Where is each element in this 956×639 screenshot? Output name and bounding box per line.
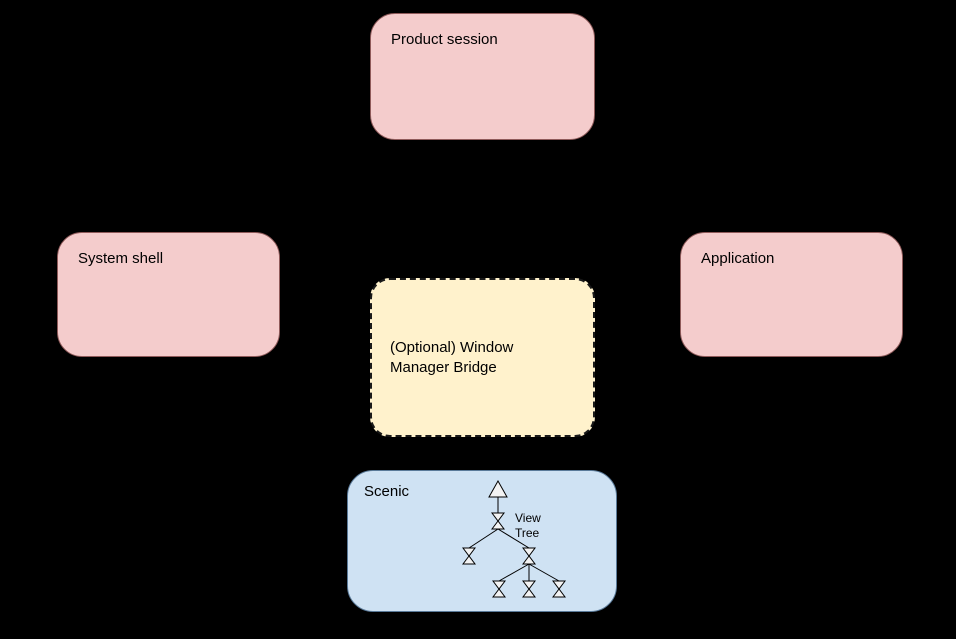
tree-edge bbox=[497, 528, 530, 549]
node-window-manager-bridge-label: (Optional) Window Manager Bridge bbox=[390, 338, 514, 376]
tree-edge bbox=[498, 563, 530, 582]
node-system-shell-label: System shell bbox=[78, 250, 164, 267]
node-scenic: Scenic View Tree bbox=[347, 470, 617, 612]
tree-edge bbox=[528, 563, 560, 582]
node-product-session-label: Product session bbox=[391, 31, 498, 48]
view-tree-label: View Tree bbox=[515, 511, 541, 540]
tree-node bbox=[491, 512, 505, 522]
tree-node bbox=[522, 555, 536, 565]
tree-node bbox=[522, 580, 536, 590]
node-system-shell: System shell bbox=[57, 232, 280, 357]
node-scenic-label: Scenic bbox=[364, 483, 410, 500]
node-application-label: Application bbox=[701, 250, 775, 267]
tree-node bbox=[492, 588, 506, 598]
tree-edge bbox=[468, 528, 499, 549]
node-application: Application bbox=[680, 232, 903, 357]
view-tree-diagram bbox=[462, 479, 566, 598]
tree-node bbox=[552, 588, 566, 598]
tree-node bbox=[462, 547, 476, 557]
tree-node bbox=[491, 520, 505, 530]
tree-node bbox=[522, 588, 536, 598]
tree-node bbox=[462, 555, 476, 565]
tree-node bbox=[552, 580, 566, 590]
tree-node bbox=[522, 547, 536, 557]
node-product-session: Product session bbox=[370, 13, 595, 140]
tree-node bbox=[492, 580, 506, 590]
node-window-manager-bridge: (Optional) Window Manager Bridge bbox=[370, 278, 595, 437]
tree-root-node bbox=[488, 479, 508, 498]
